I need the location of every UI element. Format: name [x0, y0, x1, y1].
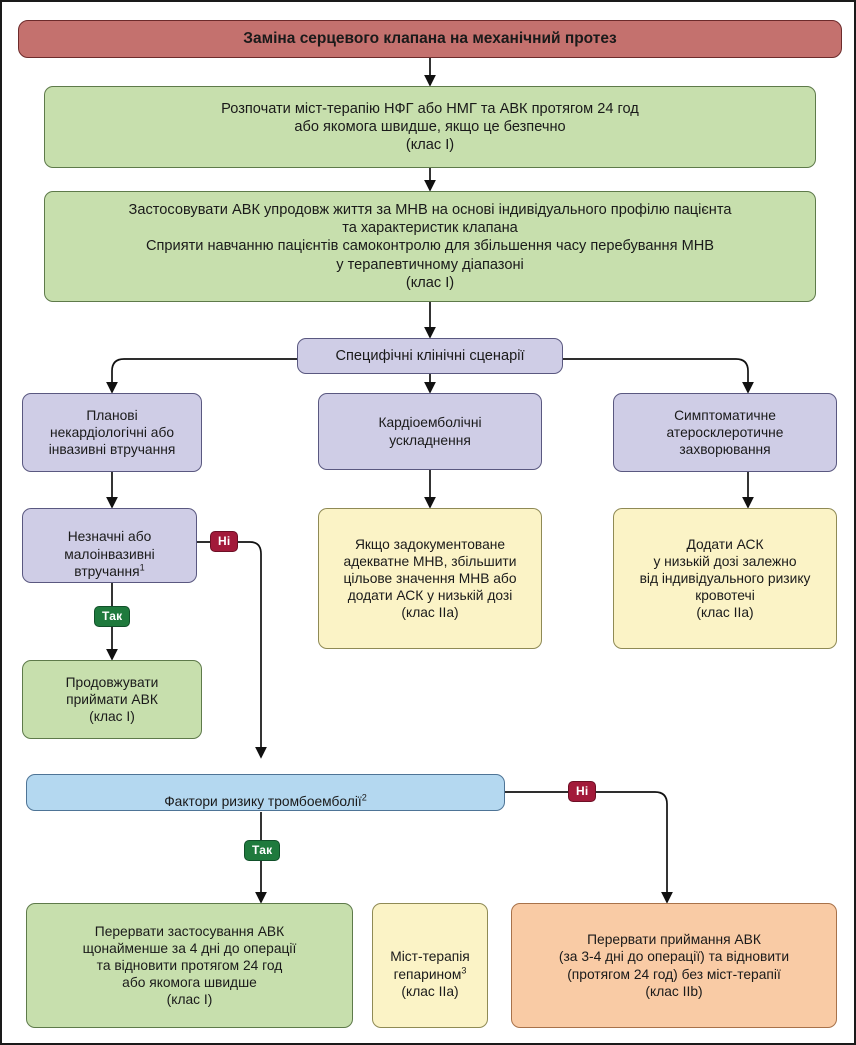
node-lifelong-vka-label: Застосовувати АВК упродовж життя за МНВ …: [128, 202, 732, 291]
node-header-label: Заміна серцевого клапана на механічний п…: [243, 30, 617, 48]
node-lifelong-vka: Застосовувати АВК упродовж життя за МНВ …: [44, 191, 816, 302]
node-inr-increase-label: Якщо задокументоване адекватне МНВ, збіл…: [343, 536, 517, 621]
edge-minor-no-to-risk: [197, 541, 267, 759]
node-interrupt-vka-no-bridge: Перервати приймання АВК (за 3-4 дні до о…: [511, 903, 837, 1028]
node-thromboembolism-risk-label: Фактори ризику тромбоемболії: [164, 793, 362, 809]
node-heparin-bridge-footnote-marker: 3: [461, 964, 467, 975]
node-cardioembolic: Кардіоемболічні ускладнення: [318, 393, 542, 470]
badge-no-minor-invasive-label: Ні: [218, 534, 231, 548]
node-heparin-bridge-label: Міст-терапія гепарином: [390, 949, 470, 982]
edge-risk-no-to-nobridge: [505, 791, 673, 904]
edge-scenarios-to-planned: [106, 358, 297, 394]
node-specific-scenarios-label: Специфічні клінічні сценарії: [335, 347, 525, 364]
node-interrupt-vka-4days-label: Перервати застосування АВК щонайменше за…: [82, 923, 297, 1008]
node-symptomatic-athero-label: Симптоматичне атеросклеротичне захворюва…: [666, 407, 784, 458]
node-continue-vka-label: Продовжувати приймати АВК (клас I): [65, 674, 159, 725]
node-bridge-therapy: Розпочати міст-терапію НФГ або НМГ та АВ…: [44, 86, 816, 168]
badge-no-minor-invasive: Ні: [210, 531, 239, 552]
node-add-asa-label: Додати АСК у низькій дозі залежно від ін…: [639, 536, 811, 621]
node-thromboembolism-risk-footnote-marker: 2: [361, 791, 367, 802]
node-heparin-bridge: Міст-терапія гепарином3 (клас IIa): [372, 903, 488, 1028]
node-specific-scenarios: Специфічні клінічні сценарії: [297, 338, 563, 374]
badge-yes-thromboembolism-risk: Так: [244, 840, 281, 861]
node-heparin-bridge-class: (клас IIa): [401, 983, 459, 999]
node-cardioembolic-label: Кардіоемболічні ускладнення: [378, 415, 482, 448]
node-minor-invasive-label: Незначні або малоінвазивні втручання: [64, 529, 155, 579]
edge-scenarios-to-athero: [563, 358, 754, 394]
node-planned-interventions-label: Планові некардіологічні або інвазивні вт…: [48, 407, 176, 458]
badge-yes-minor-invasive: Так: [94, 606, 131, 627]
node-minor-invasive-footnote-marker: 1: [139, 562, 145, 572]
badge-no-thromboembolism-risk-label: Ні: [576, 784, 589, 798]
node-symptomatic-athero: Симптоматичне атеросклеротичне захворюва…: [613, 393, 837, 472]
node-continue-vka: Продовжувати приймати АВК (клас I): [22, 660, 202, 739]
badge-no-thromboembolism-risk: Ні: [568, 781, 597, 802]
node-inr-increase: Якщо задокументоване адекватне МНВ, збіл…: [318, 508, 542, 649]
node-interrupt-vka-4days: Перервати застосування АВК щонайменше за…: [26, 903, 353, 1028]
node-bridge-therapy-label: Розпочати міст-терапію НФГ або НМГ та АВ…: [221, 100, 639, 154]
badge-yes-minor-invasive-label: Так: [102, 609, 123, 623]
node-header: Заміна серцевого клапана на механічний п…: [18, 20, 842, 58]
node-thromboembolism-risk: Фактори ризику тромбоемболії2: [26, 774, 505, 811]
node-add-asa: Додати АСК у низькій дозі залежно від ін…: [613, 508, 837, 649]
node-minor-invasive: Незначні або малоінвазивні втручання1: [22, 508, 197, 583]
node-planned-interventions: Планові некардіологічні або інвазивні вт…: [22, 393, 202, 472]
node-interrupt-vka-no-bridge-label: Перервати приймання АВК (за 3-4 дні до о…: [558, 932, 790, 999]
badge-yes-thromboembolism-risk-label: Так: [252, 843, 273, 857]
